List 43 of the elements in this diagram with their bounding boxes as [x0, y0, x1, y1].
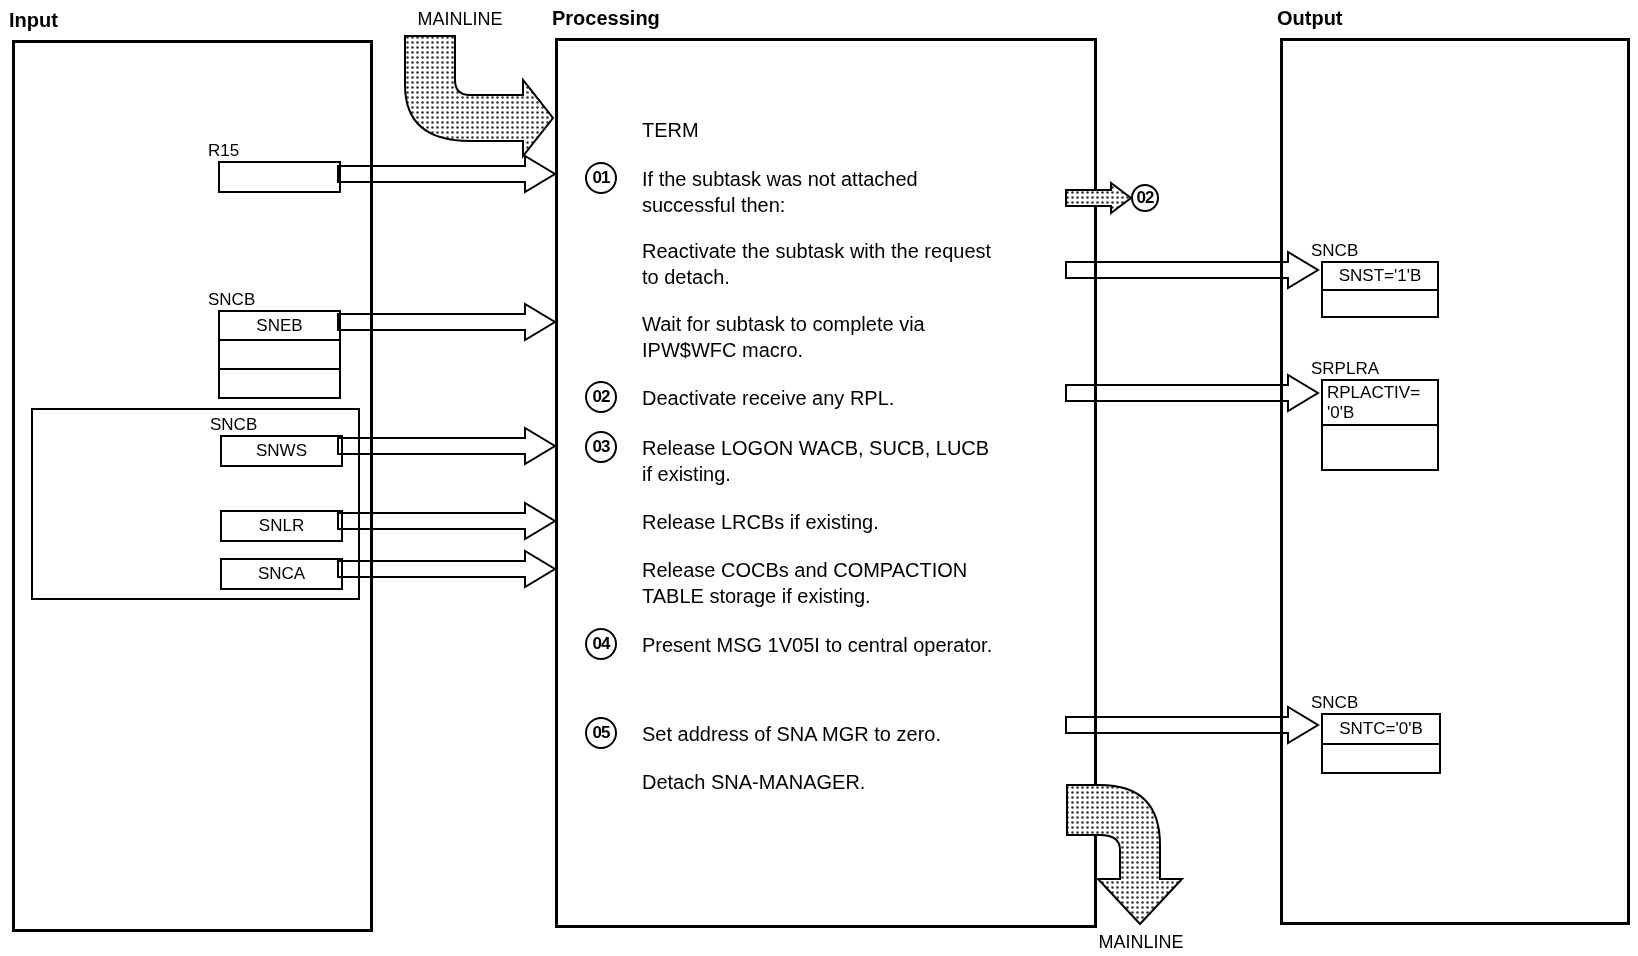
data-flow-arrow	[337, 302, 557, 342]
field-value: SNTC='0'B	[1339, 718, 1423, 739]
record-label: R15	[208, 141, 240, 161]
data-flow-arrow	[1065, 250, 1320, 290]
data-flow-arrow	[337, 154, 557, 194]
panel-heading: Processing	[552, 6, 660, 31]
field-value: RPLACTIV= '0'B	[1327, 382, 1422, 423]
record-label: SNCB	[208, 290, 256, 310]
field-value: SNWS	[256, 441, 307, 461]
field-value: SNCA	[257, 564, 306, 584]
step-text: Present MSG 1V05I to central operator.	[642, 633, 994, 658]
mainline-arrow	[1065, 181, 1133, 215]
mainline-label: MAINLINE	[405, 6, 515, 32]
step-text: Reactivate the subtask with the request to detach.	[642, 239, 993, 290]
field-value: SNEB	[256, 315, 303, 336]
record-label: SNCB	[210, 415, 258, 435]
data-flow-arrow	[337, 501, 557, 541]
record-label: SNCB	[1311, 693, 1359, 713]
mainline-label: MAINLINE	[1086, 930, 1196, 954]
step-text: Wait for subtask to complete via IPW$WFC macro.	[642, 312, 926, 363]
step-text: If the subtask was not attached successful then:	[642, 167, 919, 218]
field-value: SNLR	[258, 516, 305, 536]
data-flow-arrow	[1065, 705, 1320, 745]
step-text: Set address of SNA MGR to zero.	[642, 722, 942, 747]
panel-heading: Output	[1277, 6, 1343, 31]
mainline-arrow	[1066, 784, 1183, 925]
panel-heading: Input	[9, 8, 58, 33]
step-text: Release LOGON WACB, SUCB, LUCB if existing.	[642, 436, 991, 487]
step-text: Release LRCBs if existing.	[642, 510, 880, 535]
data-flow-arrow	[1065, 373, 1320, 413]
field-box	[220, 558, 343, 590]
data-flow-arrow	[337, 426, 557, 466]
field-value: SNST='1'B	[1338, 265, 1422, 286]
step-text: Deactivate receive any RPL.	[642, 386, 896, 411]
mainline-arrow	[404, 35, 554, 157]
procedure-name: TERM	[642, 118, 700, 143]
record-label: SNCB	[1311, 241, 1359, 261]
data-flow-arrow	[337, 549, 557, 589]
field-box	[220, 510, 343, 542]
step-text: Release COCBs and COMPACTION TABLE storage if existing.	[642, 558, 969, 609]
step-text: Detach SNA-MANAGER.	[642, 770, 867, 795]
record-label: SRPLRA	[1311, 359, 1380, 379]
group-box	[31, 408, 360, 600]
